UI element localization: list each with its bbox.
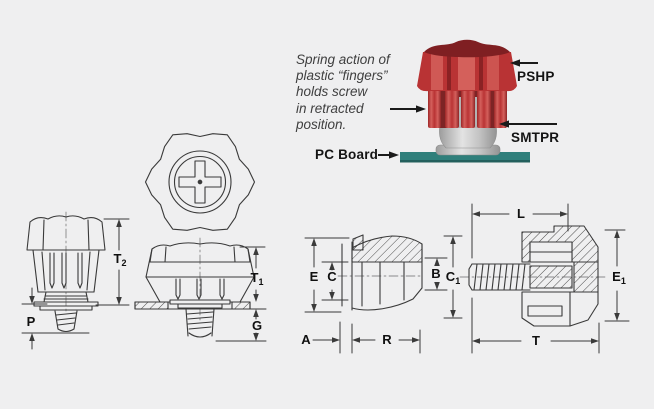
pshp-label: PSHP [517, 69, 555, 84]
dim-a [312, 321, 353, 354]
retainer-section-drawing [337, 234, 423, 311]
dim-e [304, 237, 350, 313]
dim-b [424, 257, 448, 291]
right-ring-hatch [573, 261, 599, 293]
dim-r [352, 329, 421, 354]
panel-hatch-left [134, 301, 169, 310]
plastic-fingers [428, 88, 507, 128]
fingers-callout-arrow [390, 105, 426, 113]
dim-label-t: T [532, 333, 540, 348]
knob-highlights [431, 51, 499, 90]
dim-t [471, 297, 600, 354]
panel-mounted-view-drawing [134, 237, 255, 338]
dim-label-b: B [431, 266, 440, 281]
phillips-recess [178, 160, 222, 204]
dim-label-r: R [382, 332, 392, 347]
dim-label-l: L [517, 206, 525, 221]
dim-p [21, 287, 90, 350]
product-illustration [378, 39, 557, 163]
pc-board-callout-arrow [378, 151, 399, 159]
dim-l [471, 203, 569, 259]
dim-label-t1: T1 [251, 270, 264, 287]
dim-g [215, 308, 267, 342]
assembly-section-drawing [459, 225, 607, 327]
dim-c [321, 261, 349, 301]
dim-label-p: P [27, 314, 36, 329]
dim-label-e: E [310, 269, 319, 284]
dim-label-t2: T2 [114, 251, 127, 268]
dim-label-a: A [301, 332, 311, 347]
dim-label-c1: C1 [446, 269, 460, 286]
dim-label-e1: E1 [612, 269, 626, 286]
dim-e1 [604, 229, 630, 322]
pc-board-edge [400, 160, 530, 163]
lobed-knob-outline [144, 133, 256, 231]
dim-t2 [95, 218, 130, 306]
retracted-side-view-drawing [26, 211, 106, 333]
smtpr-label: SMTPR [511, 130, 560, 145]
spring-action-caption: Spring action of plastic “fingers” holds… [296, 52, 390, 132]
dim-label-g: G [252, 318, 262, 333]
screw-shank-hatch [529, 265, 573, 289]
knob-top-face [424, 39, 510, 58]
dim-c1 [443, 235, 463, 319]
dim-t1 [239, 246, 266, 302]
pc-board-shape [400, 152, 530, 162]
pc-board-label: PC Board [315, 147, 379, 162]
top-view-drawing [144, 133, 256, 231]
dim-label-c: C [327, 269, 337, 284]
smtpr-callout-arrow [499, 120, 557, 128]
panel-hatch-right [231, 301, 251, 310]
pshp-callout-arrow [510, 59, 538, 67]
dimension-lines [21, 203, 630, 354]
